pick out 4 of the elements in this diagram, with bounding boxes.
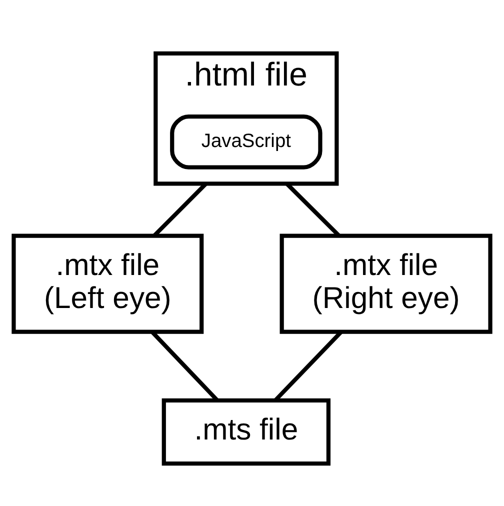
node-box: .mtx file (Left eye) [12, 234, 204, 334]
node-box: JavaScript [170, 114, 322, 170]
node-box: .mts file [162, 398, 331, 466]
node-box: .mtx file (Right eye) [280, 234, 492, 334]
